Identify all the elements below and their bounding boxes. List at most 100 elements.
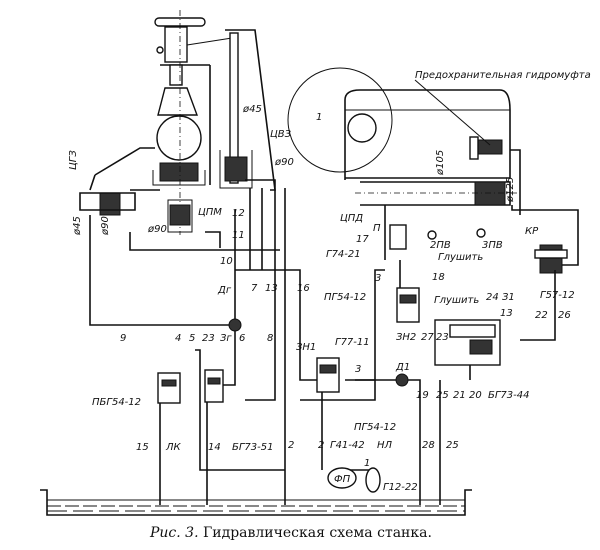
cylinder-cvz <box>224 156 248 182</box>
pump-g12-22 <box>365 467 381 493</box>
caption-text: Гидравлическая схема станка. <box>203 525 432 541</box>
label-6: 6 <box>239 333 245 344</box>
label-5: 5 <box>189 333 195 344</box>
label-pg54-12-a: ПГ54-12 <box>324 292 366 303</box>
label-25-b: 25 <box>446 440 459 451</box>
label-2-b: 2 <box>288 440 294 451</box>
label-21: 21 <box>453 390 466 401</box>
label-10: 10 <box>220 256 233 267</box>
label-g12-22: Г12-22 <box>383 482 418 493</box>
label-20: 20 <box>469 390 482 401</box>
label-13-l: 13 <box>265 283 278 294</box>
label-lk: ЛК <box>165 442 182 453</box>
label-d90-left: ø90 <box>100 216 111 236</box>
label-2-a: 2 <box>318 440 324 451</box>
label-cgz: ЦГЗ <box>68 150 79 170</box>
label-zn2: ЗН2 <box>396 332 416 343</box>
valves <box>157 287 501 493</box>
caption-prefix: Рис. 3. <box>149 525 199 541</box>
label-16: 16 <box>297 283 310 294</box>
cam-disc <box>287 67 393 173</box>
label-14: 14 <box>208 442 221 453</box>
label-7: 7 <box>251 283 258 294</box>
label-z1: З1 <box>502 292 515 303</box>
label-coupling: Предохранительная гидромуфта <box>415 70 591 81</box>
right-unit <box>287 67 579 274</box>
label-23-r: 23 <box>436 332 449 343</box>
filter-fp <box>327 467 357 489</box>
label-d45-left: ø45 <box>72 216 83 236</box>
label-d45-top: ø45 <box>242 104 262 115</box>
label-28: 28 <box>422 440 435 451</box>
label-26: 26 <box>558 310 571 321</box>
label-cpd: ЦПД <box>340 213 363 224</box>
oil-tank <box>40 489 472 516</box>
column-body <box>79 10 276 235</box>
valve-g74-21 <box>389 224 407 250</box>
valve-pg54-12-a <box>396 287 420 323</box>
spindle-housing <box>164 26 188 63</box>
label-mute-1: Глушить <box>438 252 483 263</box>
motor-housing <box>157 87 199 116</box>
label-1-top: 1 <box>316 112 322 123</box>
valve-pg54-12-b <box>316 357 340 393</box>
label-9: 9 <box>120 333 126 344</box>
label-25-a: 25 <box>436 390 449 401</box>
label-1-b: 1 <box>364 458 370 469</box>
label-19: 19 <box>416 390 429 401</box>
label-22: 22 <box>535 310 548 321</box>
label-d1: Д1 <box>395 362 410 373</box>
label-d90-mid: ø90 <box>147 224 167 235</box>
pipelines <box>89 179 556 505</box>
throttle-dg <box>228 318 242 332</box>
label-kr: КР <box>525 226 539 237</box>
valve-g57-12 <box>539 244 563 274</box>
throttle-d1 <box>395 373 409 387</box>
label-18: 18 <box>432 272 445 283</box>
label-cvz: ЦВЗ <box>270 129 292 140</box>
valve-bg73-51 <box>204 369 224 403</box>
labels: ЦГЗ ø45 ø90 ø45 ЦВЗ ø90 ЦПМ ø90 12 11 10… <box>68 70 591 493</box>
label-27: 27 <box>421 332 434 343</box>
cylinder-cpm <box>169 204 191 226</box>
label-3-b: 3 <box>355 364 361 375</box>
label-g57-12: Г57-12 <box>540 290 575 301</box>
label-d125: ø125 <box>505 177 516 203</box>
label-17: 17 <box>356 234 369 245</box>
label-4: 4 <box>175 333 181 344</box>
label-zg: Зг <box>220 333 232 344</box>
label-d105: ø105 <box>435 150 446 176</box>
label-3pv: 3ПВ <box>482 240 503 251</box>
grinding-wheel <box>156 115 202 161</box>
label-pbg54-12: ПБГ54-12 <box>92 397 141 408</box>
label-13-r: 13 <box>500 308 513 319</box>
label-8: 8 <box>267 333 273 344</box>
label-mute-2: Глушить <box>434 295 479 306</box>
label-12: 12 <box>232 208 245 219</box>
label-dg: Дг <box>217 285 232 296</box>
label-g41-42: Г41-42 <box>330 440 365 451</box>
label-p: П <box>373 223 381 234</box>
label-d90-right: ø90 <box>274 157 294 168</box>
label-15: 15 <box>136 442 149 453</box>
label-bg73-44: БГ73-44 <box>488 390 530 401</box>
valve-pbg54-12 <box>157 372 181 404</box>
label-bg73-51: БГ73-51 <box>232 442 274 453</box>
label-3-a: 3 <box>375 273 381 284</box>
label-zn1: ЗН1 <box>296 342 316 353</box>
figure-caption: Рис. 3. Гидравлическая схема станка. <box>149 525 432 541</box>
hydro-coupling <box>477 139 503 155</box>
label-g77-11: Г77-11 <box>335 337 370 348</box>
label-nl: НЛ <box>377 440 393 451</box>
cylinder-cgz <box>99 192 121 216</box>
label-24: 24 <box>486 292 499 303</box>
label-fp: ФП <box>334 474 351 485</box>
cylinder-cpd <box>474 181 506 206</box>
label-11: 11 <box>232 230 245 241</box>
label-pg54-12-b: ПГ54-12 <box>354 422 396 433</box>
label-23-l: 23 <box>202 333 215 344</box>
label-g74-21: Г74-21 <box>326 249 361 260</box>
work-table <box>159 162 199 182</box>
label-cpm: ЦПМ <box>198 207 222 218</box>
